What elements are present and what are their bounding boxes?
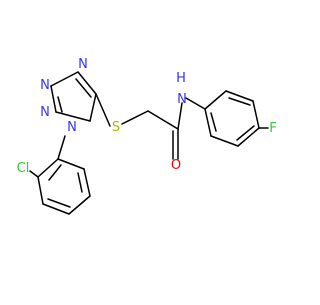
bond: [177, 102, 183, 130]
bond: [147, 110, 179, 130]
bond: [37, 158, 59, 178]
atom-n: N: [40, 78, 50, 93]
bond: [89, 93, 97, 122]
bond: [37, 176, 44, 205]
bond: [236, 125, 255, 141]
bond: [252, 100, 260, 129]
atom-cl: Cl: [17, 161, 30, 176]
atom-h: H: [176, 71, 186, 86]
bond: [210, 112, 217, 132]
bond: [237, 127, 260, 147]
bond: [50, 71, 79, 87]
molecule-structure: N N N N S O N H F Cl: [17, 57, 277, 215]
atom-n: N: [40, 105, 50, 120]
bond: [77, 172, 83, 193]
bond: [48, 164, 62, 181]
bond: [57, 135, 66, 160]
atom-n: N: [177, 92, 187, 107]
bond: [55, 111, 91, 122]
bond: [50, 85, 57, 113]
atom-n: N: [67, 120, 77, 135]
bond: [228, 97, 251, 106]
bond: [95, 93, 111, 127]
bond: [204, 108, 212, 137]
bond: [77, 71, 97, 95]
atom-s: S: [112, 120, 120, 135]
bond: [210, 135, 239, 147]
bond: [185, 97, 206, 110]
bond: [121, 110, 149, 125]
bond: [29, 170, 39, 178]
atom-f: F: [269, 121, 276, 136]
bond: [225, 90, 254, 102]
atom-o: O: [171, 158, 181, 173]
bond: [42, 203, 70, 215]
bonds: [29, 71, 269, 215]
bond: [68, 195, 91, 215]
atom-labels: N N N N S O N H F Cl: [17, 57, 277, 176]
bond: [204, 90, 227, 110]
structure-canvas: N N N N S O N H F Cl: [17, 57, 277, 215]
bond: [75, 78, 92, 98]
bond: [47, 198, 71, 208]
bond: [83, 168, 91, 197]
bond: [57, 158, 85, 170]
atom-n: N: [78, 57, 88, 72]
bond: [57, 96, 63, 113]
